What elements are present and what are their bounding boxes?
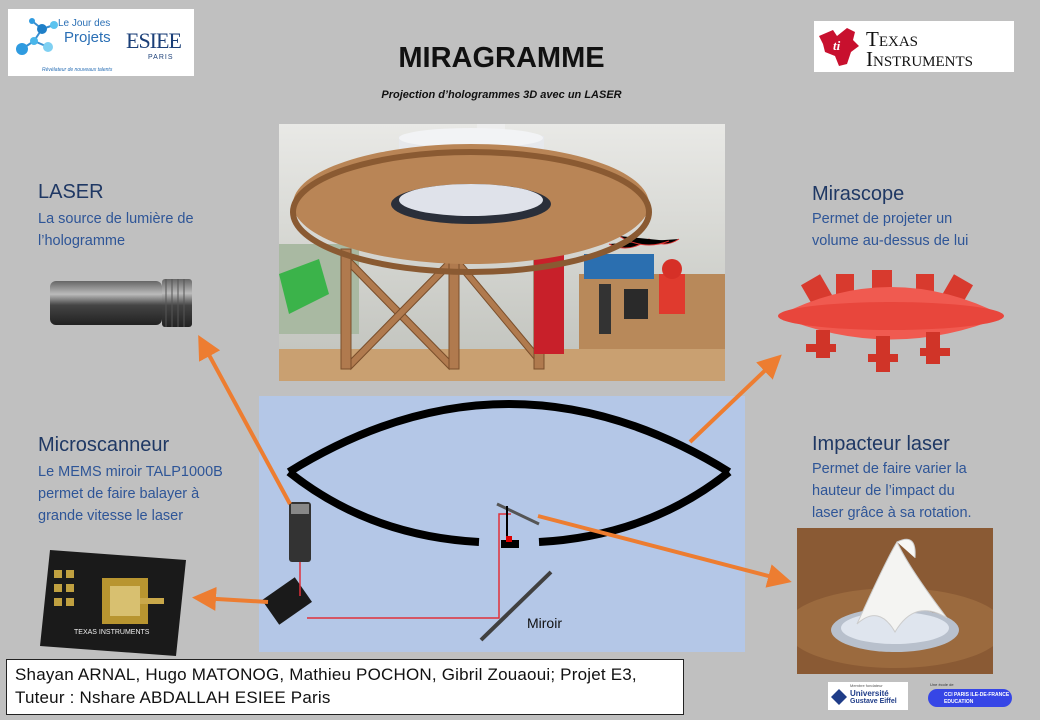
laser-desc-line2: l’hologramme <box>38 233 126 249</box>
page-title: MIRAGRAMME <box>398 42 605 74</box>
jour-projets-tagline: Révélateur de nouveaux talents <box>42 67 113 73</box>
impacteur-image <box>797 528 993 674</box>
impacteur-title: Impacteur laser <box>812 433 950 455</box>
cci-small-text: Une école de <box>930 682 954 687</box>
impacteur-desc-line3: laser grâce à sa rotation. <box>812 505 972 521</box>
impacteur-desc-line2: hauteur de l’impact du <box>812 483 955 499</box>
arrow-to-impacteur <box>537 514 792 588</box>
mirascope-title: Mirascope <box>812 183 905 205</box>
microscanneur-desc-line3: grande vitesse le laser <box>38 508 184 524</box>
mirascope-lower-arc-right <box>538 468 732 546</box>
ti-line2: Instruments <box>866 47 974 71</box>
jour-projets-line1: Le Jour des <box>58 18 111 29</box>
arrow-to-mirascope <box>688 354 782 444</box>
microscanneur-desc-line2: permet de faire balayer à <box>38 486 200 502</box>
mirror-diagram-icon <box>479 570 553 642</box>
jour-des-projets-esiee-logo: Le Jour des Projets Révélateur de nouvea… <box>8 9 194 76</box>
cci-line1: CCI PARIS ILE-DE-FRANCE <box>944 692 1010 698</box>
credits-line2: Tuteur : Nshare ABDALLAH ESIEE Paris <box>15 688 331 707</box>
uge-line1: Université <box>850 689 889 698</box>
jour-projets-line2: Projets <box>64 29 111 46</box>
mirascope-image <box>778 270 1004 372</box>
ti-symbol-text: ti <box>833 38 841 53</box>
credits-box: Shayan ARNAL, Hugo MATONOG, Mathieu POCH… <box>6 659 684 715</box>
esiee-logo-sub: PARIS <box>148 54 174 61</box>
miragramme-prototype-photo <box>279 124 725 381</box>
mirascope-desc-line2: volume au-dessus de lui <box>812 233 969 249</box>
mirascope-lower-arc <box>286 468 480 546</box>
mirascope-desc-line1: Permet de projeter un <box>812 211 953 227</box>
uge-small-text: Membre fondateur <box>850 683 883 688</box>
esiee-logo-text: ESIEE <box>126 28 182 53</box>
mems-board-image: TEXAS INSTRUMENTS <box>40 550 186 656</box>
uge-line2: Gustave Eiffel <box>850 698 897 705</box>
mirror-label: Miroir <box>527 615 562 631</box>
laser-diagram-icon <box>289 502 311 562</box>
board-ti-label: TEXAS INSTRUMENTS <box>74 629 150 636</box>
impacteur-desc-line1: Permet de faire varier la <box>812 461 967 477</box>
impacteur-diagram-icon <box>496 502 540 526</box>
molecule-icon <box>16 18 58 55</box>
ti-line1: Texas <box>866 27 918 51</box>
mirascope-upper-arc <box>286 400 732 476</box>
arrow-to-laser <box>198 334 292 505</box>
microscanneur-title: Microscanneur <box>38 434 170 456</box>
microscanneur-desc-line1: Le MEMS miroir TALP1000B <box>38 464 223 480</box>
optical-path-diagram: Miroir <box>259 396 745 652</box>
uge-emblem-icon <box>831 689 847 705</box>
texas-instruments-logo: ti Texas Instruments <box>814 21 1014 72</box>
cci-education-logo: Une école de CCI PARIS ILE-DE-FRANCE EDU… <box>926 682 1012 710</box>
cci-line2: EDUCATION <box>944 699 974 705</box>
laser-desc-line1: La source de lumière de <box>38 211 194 227</box>
page-subtitle: Projection d’hologrammes 3D avec un LASE… <box>381 89 622 101</box>
laser-title: LASER <box>38 181 104 203</box>
laser-module-image <box>50 279 192 327</box>
arrow-to-mems-board <box>192 586 269 611</box>
universite-gustave-eiffel-logo: Membre fondateur Université Gustave Eiff… <box>828 682 908 710</box>
ti-texas-icon: ti <box>819 28 859 66</box>
credits-line1: Shayan ARNAL, Hugo MATONOG, Mathieu POCH… <box>15 665 637 684</box>
